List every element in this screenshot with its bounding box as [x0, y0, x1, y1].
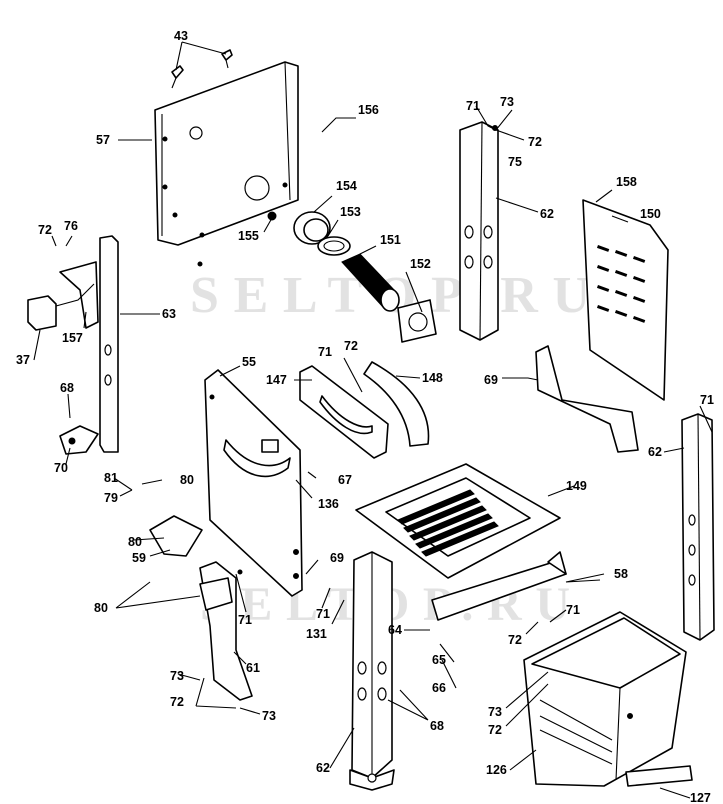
callout-43: 43	[174, 29, 188, 43]
flue-assembly	[267, 211, 437, 343]
callout-150: 150	[640, 207, 661, 221]
callout-72-d: 72	[508, 633, 522, 647]
callout-68-a: 68	[60, 381, 74, 395]
callout-61: 61	[246, 661, 260, 675]
callout-149: 149	[566, 479, 587, 493]
callout-151: 151	[380, 233, 401, 247]
callout-70: 70	[54, 461, 68, 475]
leader-lines	[33, 41, 713, 799]
callout-154: 154	[336, 179, 357, 193]
callout-79: 79	[104, 491, 118, 505]
clip-59	[149, 515, 203, 557]
callout-57: 57	[96, 133, 110, 147]
callout-71-b: 71	[318, 345, 332, 359]
column-62-right	[681, 413, 715, 641]
callout-73-d: 73	[488, 705, 502, 719]
callout-72-f: 72	[488, 723, 502, 737]
igniter-37	[27, 283, 95, 331]
callout-80-b: 80	[128, 535, 142, 549]
callout-126: 126	[486, 763, 507, 777]
callout-157: 157	[62, 331, 83, 345]
callout-37: 37	[16, 353, 30, 367]
burner-slots	[397, 489, 499, 557]
callout-71-c: 71	[700, 393, 714, 407]
callout-65: 65	[432, 653, 446, 667]
screws-43	[171, 49, 233, 89]
callout-67: 67	[338, 473, 352, 487]
callout-148: 148	[422, 371, 443, 385]
callout-131: 131	[306, 627, 327, 641]
plate-61	[199, 561, 253, 701]
callout-147: 147	[266, 373, 287, 387]
callout-72-a: 72	[528, 135, 542, 149]
callout-71-f: 71	[566, 603, 580, 617]
callout-71-e: 71	[316, 607, 330, 621]
column-62-top	[459, 121, 499, 341]
callout-73-c: 73	[262, 709, 276, 723]
callout-152: 152	[410, 257, 431, 271]
callout-80-a: 80	[180, 473, 194, 487]
callout-68-b: 68	[430, 719, 444, 733]
callout-73-b: 73	[170, 669, 184, 683]
panel-147	[299, 365, 389, 459]
callout-136: 136	[318, 497, 339, 511]
callout-62-top: 62	[540, 207, 554, 221]
bracket-58	[431, 345, 639, 621]
label-127	[625, 765, 693, 787]
callout-72-e: 72	[170, 695, 184, 709]
callout-158: 158	[616, 175, 637, 189]
callout-labels: 43 156 57 154 153 155 151 152 71 73 72 7…	[16, 29, 714, 804]
callout-71-d: 71	[238, 613, 252, 627]
shield-148	[363, 361, 430, 447]
callout-72-b: 72	[38, 223, 52, 237]
callout-63: 63	[162, 307, 176, 321]
back-panel-57	[154, 61, 299, 267]
callout-64: 64	[388, 623, 402, 637]
grille-panel-150	[582, 199, 669, 401]
housing-126	[523, 611, 687, 787]
callout-155: 155	[238, 229, 259, 243]
column-63	[99, 235, 119, 453]
callout-153: 153	[340, 205, 361, 219]
side-panel-55	[204, 369, 303, 597]
callout-66: 66	[432, 681, 446, 695]
callout-62-right: 62	[648, 445, 662, 459]
callout-59: 59	[132, 551, 146, 565]
callout-81: 81	[104, 471, 118, 485]
callout-58: 58	[614, 567, 628, 581]
callout-72-c: 72	[344, 339, 358, 353]
callout-76: 76	[64, 219, 78, 233]
callout-127: 127	[690, 791, 711, 804]
callout-75: 75	[508, 155, 522, 169]
callout-69-a: 69	[484, 373, 498, 387]
callout-156: 156	[358, 103, 379, 117]
bracket-157	[59, 261, 99, 329]
burner-tray-149	[355, 463, 561, 579]
bracket-70	[59, 425, 99, 455]
callout-55: 55	[242, 355, 256, 369]
callout-71-a: 71	[466, 99, 480, 113]
callout-80-c: 80	[94, 601, 108, 615]
callout-62-bottom: 62	[316, 761, 330, 775]
column-62-bottom	[349, 551, 395, 791]
callout-69-b: 69	[330, 551, 344, 565]
callout-73-a: 73	[500, 95, 514, 109]
